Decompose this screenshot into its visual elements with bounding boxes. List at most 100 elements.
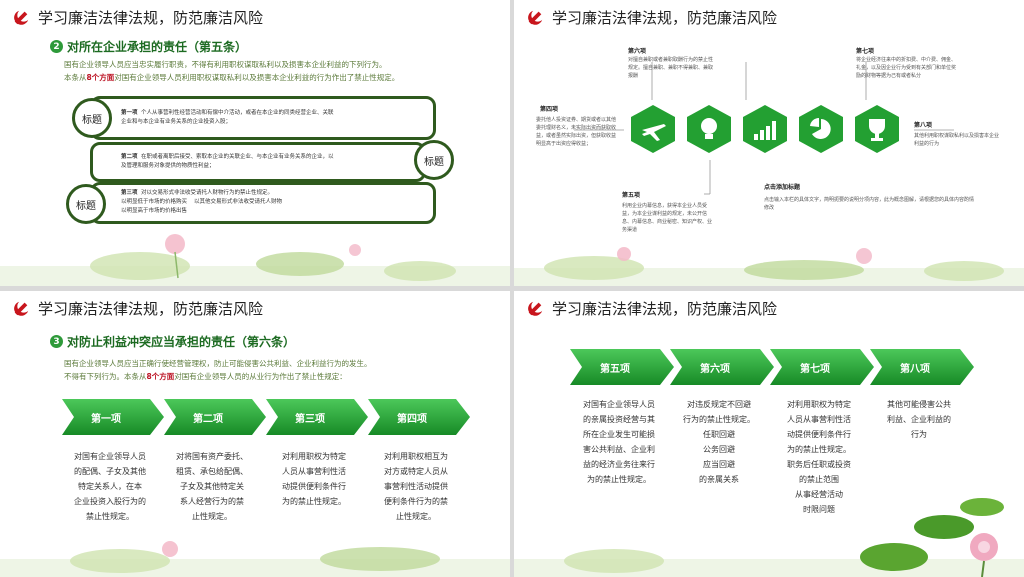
item-2-line-1: 在职或者离职后接受、索取本企业的关联企业、与本企业有业务关系的企业，以 (141, 154, 334, 160)
intro-line-2: 本条从8个方面对国有企业领导人员利用职权谋取私利以及损害本企业利益的行为作出了禁… (64, 71, 504, 84)
header-title: 学习廉洁法律法规，防范廉洁风险 (38, 299, 264, 318)
intro-emphasis: 8个方面 (86, 73, 115, 82)
step-chevron-4: 第四项 (368, 399, 470, 435)
add-text: 点击输入本栏的具体文字，简明扼要的说明分项内容，此为概念图解，请根据您的具体内容… (764, 197, 975, 211)
step-desc-line: 的亲属关系 (699, 475, 739, 484)
step-desc-line: 对利用职权为特定 (787, 400, 851, 409)
step-desc-line: 害公共利益、企业利 (583, 445, 655, 454)
step-label: 第八项 (900, 363, 930, 375)
step-desc-line: 益的经济业务往来行 (583, 460, 655, 469)
slide-header: 学习廉洁法律法规，防范廉洁风险 (12, 6, 263, 28)
step-desc-line: 对方或特定人员从 (384, 467, 448, 476)
hex-text-5: 利用企业内幕信息，获得本企业人员受益，为本企业谋利益的规定，未公开信息、内幕信息… (622, 203, 713, 233)
item-1-head: 第一项 (121, 110, 138, 116)
item-1-line-1: 个人从事营利性经营活动和有偿中介活动，或者在本企业的同类经营企业、关联 (141, 110, 334, 116)
step-desc-line: 对利用职权为特定 (282, 452, 346, 461)
hex-text-4: 委托他人投资证券、期货或者以其他委托理财名义，未实际出资而获取收益，或者虽然实际… (536, 117, 617, 147)
step-label: 第二项 (193, 413, 223, 425)
intro-line-1: 国有企业领导人员应当正确行使经营管理权，防止可能侵害公共利益、企业利益行为的发生… (64, 359, 372, 368)
step-chevron-3: 第三项 (266, 399, 368, 435)
hex-label-7: 第七项 (856, 48, 875, 55)
step-desc-line: 事营利性活动提供 (384, 482, 448, 491)
section-title: 对防止利益冲突应当承担的责任（第六条） (67, 335, 296, 349)
step-desc-line: 便利条件行为的禁 (384, 497, 448, 506)
step-desc-line: 时限问题 (803, 505, 835, 514)
step-desc-line: 系人经营行为的禁 (180, 497, 244, 506)
step-desc-1: 对国有企业领导人员的亲属投资经营与其所在企业发生可能损害公共利益、企业利益的经济… (574, 397, 664, 487)
hex-pie-chart (799, 105, 843, 153)
step-desc-3: 对利用职权为特定人员从事营利性活动提供便利条件行为的禁止性规定。 (270, 449, 358, 509)
step-desc-line: 为的禁止性规定。 (787, 445, 851, 454)
slide-header: 学习廉洁法律法规，防范廉洁风险 (12, 297, 263, 319)
slide-header: 学习廉洁法律法规，防范廉洁风险 (526, 6, 777, 28)
item-3-line-1: 对以交易形式非法收受请托人财物行为的禁止性规定。 (141, 190, 274, 196)
step-desc-line: 禁止性规定。 (86, 512, 134, 521)
slide-header: 学习廉洁法律法规，防范廉洁风险 (526, 297, 777, 319)
hex-growth-chart (743, 105, 787, 153)
step-desc-line: 特定关系人，在本 (78, 482, 142, 491)
badge-2: 标题 (414, 140, 454, 180)
hex-airplane (631, 105, 675, 153)
hex-label-4: 第四项 (540, 106, 559, 113)
item-3-text: 第三项 对以交易形式非法收受请托人财物行为的禁止性规定。 以明显低于市场的价格购… (121, 189, 431, 216)
step-desc-line: 止性规定。 (396, 512, 436, 521)
airplane-icon (642, 124, 666, 141)
item-2-line-2: 及管理和服务对象提供的物质性利益； (121, 163, 215, 169)
step-chevron-1: 第五项 (570, 349, 674, 385)
slide-2[interactable]: 学习廉洁法律法规，防范廉洁风险 第六项 对擅自兼职或者兼职取酬行为的禁止性规定。… (514, 0, 1024, 286)
step-desc-line: 人员从事营利性活 (787, 415, 851, 424)
item-3-line-3: 以明显高于市场的价格出售 (121, 208, 188, 214)
step-desc-line: 对国有企业领导人员 (583, 400, 655, 409)
step-desc-line: 的禁止范围 (799, 475, 839, 484)
step-desc-line: 为的禁止性规定。 (282, 497, 346, 506)
party-emblem-icon (528, 301, 543, 316)
slide-4[interactable]: 学习廉洁法律法规，防范廉洁风险 第五项对国有企业领导人员的亲属投资经营与其所在企… (514, 291, 1024, 577)
step-desc-line: 的配偶、子女及其他 (74, 467, 146, 476)
connector-lines (574, 62, 954, 195)
step-desc-line: 行为的禁止性规定。 (683, 415, 755, 424)
pie-chart-icon (810, 117, 831, 139)
step-desc-line: 的亲属投资经营与其 (583, 415, 655, 424)
slide-3[interactable]: 学习廉洁法律法规，防范廉洁风险 3 对防止利益冲突应当承担的责任（第六条） 国有… (0, 291, 510, 577)
step-desc-line: 公务回避 (703, 445, 735, 454)
step-desc-line: 利益、企业利益的 (887, 415, 951, 424)
party-emblem-icon (14, 10, 29, 25)
intro-pre: 本条从 (64, 73, 87, 82)
step-label: 第五项 (600, 363, 630, 375)
badge-1: 标题 (72, 98, 112, 138)
item-1-line-2: 企业和与本企业有业务关系的企业投资入股； (121, 119, 232, 125)
growth-chart-icon (754, 121, 776, 140)
step-desc-4: 对利用职权相互为对方或特定人员从事营利性活动提供便利条件行为的禁止性规定。 (372, 449, 460, 524)
hex-trophy (855, 105, 899, 153)
item-2-head: 第二项 (121, 154, 138, 160)
step-desc-line: 所在企业发生可能损 (583, 430, 655, 439)
step-desc-line: 其他可能侵害公共 (887, 400, 951, 409)
step-label: 第三项 (295, 413, 325, 425)
step-desc-2: 对违反规定不回避行为的禁止性规定。任职回避公务回避应当回避的亲属关系 (674, 397, 764, 487)
hex-text-8: 其他利用职权谋取私利以及损害本企业利益的行为 (914, 133, 1000, 147)
step-desc-line: 应当回避 (703, 460, 735, 469)
party-emblem-icon (14, 301, 29, 316)
step-label: 第七项 (800, 363, 830, 375)
item-1-text: 第一项 个人从事营利性经营活动和有偿中介活动，或者在本企业的同类经营企业、关联企… (121, 109, 431, 127)
step-label: 第一项 (91, 413, 121, 425)
hex-label-5: 第五项 (622, 192, 641, 199)
item-2-text: 第二项 在职或者离职后接受、索取本企业的关联企业、与本企业有业务关系的企业，以及… (121, 153, 421, 171)
intro-post: 对国有企业领导人员的从业行为作出了禁止性规定： (174, 372, 347, 381)
badge-3: 标题 (66, 184, 106, 224)
lightbulb-icon (701, 118, 717, 139)
step-chevron-4: 第八项 (870, 349, 974, 385)
section-heading: 2 对所在企业承担的责任（第五条） (50, 38, 247, 55)
step-desc-line: 行为 (911, 430, 927, 439)
step-desc-3: 对利用职权为特定人员从事营利性活动提供便利条件行为的禁止性规定。职务后任职或投资… (774, 397, 864, 517)
intro-text: 国有企业领导人员应当正确行使经营管理权，防止可能侵害公共利益、企业利益行为的发生… (64, 357, 504, 383)
slide-1[interactable]: 学习廉洁法律法规，防范廉洁风险 2 对所在企业承担的责任（第五条） 国有企业领导… (0, 0, 510, 286)
step-desc-line: 人员从事营利性活 (282, 467, 346, 476)
step-desc-line: 对违反规定不回避 (687, 400, 751, 409)
party-emblem-icon (528, 10, 543, 25)
add-title: 点击添加标题 (764, 184, 801, 191)
step-label: 第四项 (397, 413, 427, 425)
trophy-icon (869, 119, 885, 141)
hex-text-6: 对擅自兼职或者兼职取酬行为的禁止性规定。擅自兼职、兼职不得兼职、兼取报酬 (628, 57, 714, 79)
hex-label-8: 第八项 (914, 122, 933, 129)
